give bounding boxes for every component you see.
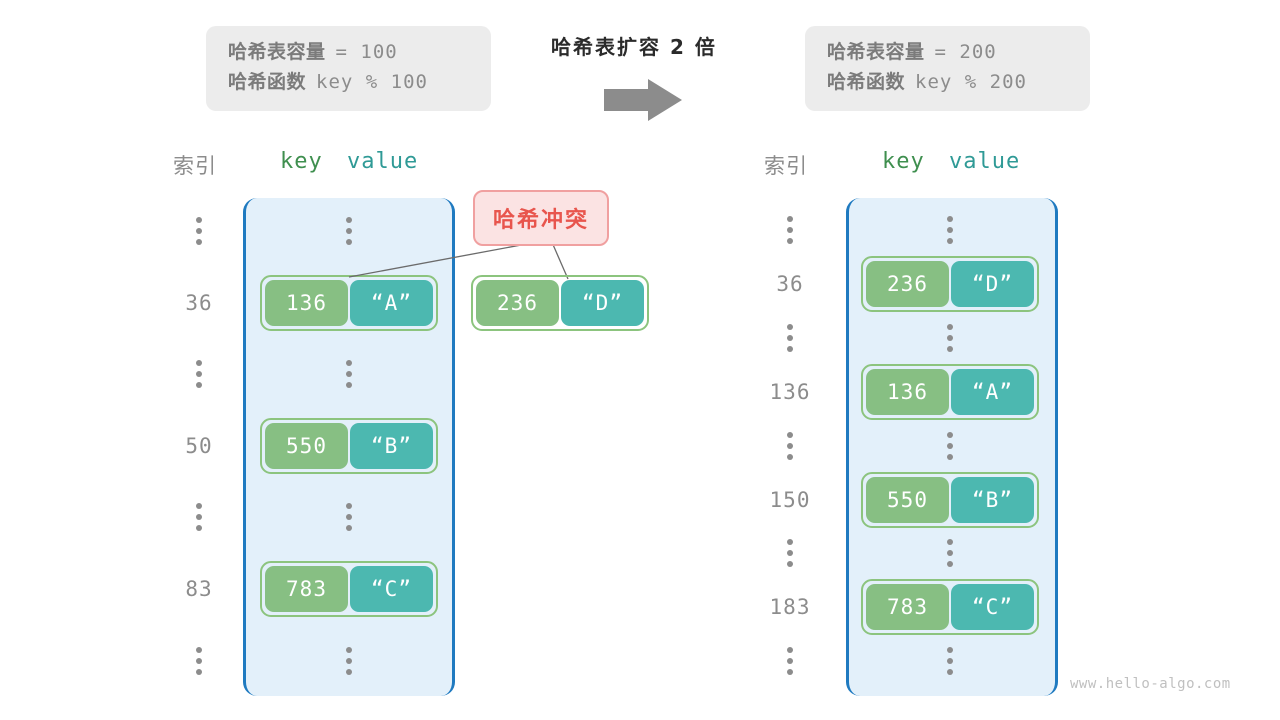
before-capacity-value: = 100: [335, 41, 398, 63]
value-cell: “A”: [951, 368, 1034, 415]
after-function-line: 哈希函数 key % 200: [827, 70, 1068, 94]
table-entry: 550“B”: [260, 417, 438, 474]
index-label: 150: [769, 487, 811, 512]
index-label: 36: [185, 290, 213, 315]
after-capacity-line: 哈希表容量 = 200: [827, 40, 1068, 64]
cell-ellipsis: [346, 217, 352, 245]
table-entry: 783“C”: [260, 561, 438, 617]
key-cell: 136: [866, 368, 949, 415]
collision-entry: 236 “D”: [471, 275, 649, 331]
index-label: 83: [185, 577, 213, 601]
resize-caption: 哈希表扩容 2 倍: [551, 35, 717, 59]
value-cell: “D”: [951, 260, 1034, 307]
after-index-header: 索引: [764, 154, 808, 178]
key-cell: 783: [866, 584, 949, 631]
cell-ellipsis: [346, 646, 352, 675]
index-ellipsis: [196, 217, 202, 245]
value-cell: “B”: [350, 422, 433, 469]
table-entry: 550“B”: [861, 471, 1039, 528]
collision-badge: 哈希冲突: [473, 190, 610, 246]
watermark: www.hello-algo.com: [1070, 676, 1231, 692]
after-function-value: key % 200: [915, 71, 1027, 94]
cell-ellipsis: [346, 360, 352, 389]
after-value-header: value: [949, 149, 1021, 174]
index-ellipsis: [196, 503, 202, 532]
table-entry: 136“A”: [861, 363, 1039, 420]
key-cell: 550: [866, 476, 949, 523]
before-function-value: key % 100: [316, 71, 428, 94]
before-value-header: value: [347, 149, 419, 174]
cell-ellipsis: [947, 323, 953, 352]
index-label: 136: [769, 379, 811, 404]
before-function-label: 哈希函数: [228, 71, 307, 94]
after-capacity-label: 哈希表容量: [827, 41, 925, 63]
index-ellipsis: [787, 323, 793, 352]
value-cell: “B”: [951, 476, 1034, 523]
index-ellipsis: [787, 647, 793, 676]
before-capacity-label: 哈希表容量: [228, 41, 326, 63]
after-function-label: 哈希函数: [827, 71, 906, 94]
key-cell: 136: [265, 279, 348, 326]
value-cell: “C”: [350, 566, 433, 612]
index-ellipsis: [787, 216, 793, 244]
index-ellipsis: [196, 646, 202, 675]
table-entry: 236“D”: [861, 255, 1039, 312]
table-entry: 783“C”: [861, 579, 1039, 636]
index-label: 36: [776, 271, 804, 296]
key-cell: 783: [265, 566, 348, 612]
key-cell: 550: [265, 422, 348, 469]
index-label: 183: [769, 595, 811, 620]
before-function-line: 哈希函数 key % 100: [228, 70, 469, 94]
index-label: 50: [185, 433, 213, 458]
index-ellipsis: [787, 539, 793, 568]
cell-ellipsis: [346, 503, 352, 532]
collision-key-cell: 236: [476, 280, 559, 326]
collision-value-cell: “D”: [561, 280, 644, 326]
before-index-header: 索引: [173, 154, 217, 178]
index-ellipsis: [787, 431, 793, 460]
value-cell: “A”: [350, 279, 433, 326]
cell-ellipsis: [947, 431, 953, 460]
before-key-header: key: [280, 149, 323, 174]
cell-ellipsis: [947, 216, 953, 244]
cell-ellipsis: [947, 539, 953, 568]
value-cell: “C”: [951, 584, 1034, 631]
after-info-box: 哈希表容量 = 200 哈希函数 key % 200: [805, 26, 1090, 111]
table-entry: 136“A”: [260, 274, 438, 331]
after-capacity-value: = 200: [934, 41, 997, 63]
before-capacity-line: 哈希表容量 = 100: [228, 40, 469, 64]
right-arrow-icon: [604, 79, 682, 125]
key-cell: 236: [866, 260, 949, 307]
before-info-box: 哈希表容量 = 100 哈希函数 key % 100: [206, 26, 491, 111]
index-ellipsis: [196, 360, 202, 389]
after-key-header: key: [882, 149, 925, 174]
cell-ellipsis: [947, 647, 953, 676]
